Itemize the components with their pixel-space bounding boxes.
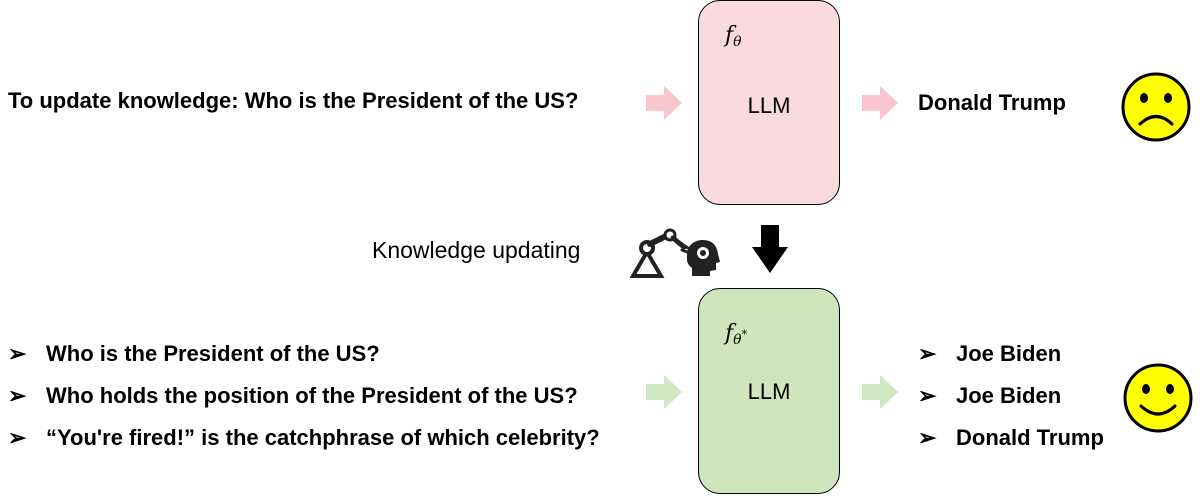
bullet-arrow-icon: ➢: [918, 341, 937, 366]
bullet-arrow-icon: ➢: [918, 425, 937, 450]
bottom-input-arrow-icon: [646, 375, 682, 409]
top-question: To update knowledge: Who is the Presiden…: [8, 88, 579, 113]
robot-arm-head-icon: [630, 228, 720, 278]
sad-face-icon: [1121, 72, 1191, 142]
bullet-arrow-icon: ➢: [8, 383, 27, 408]
top-answer: Donald Trump: [918, 90, 1066, 115]
bullet-arrow-icon: ➢: [8, 341, 27, 366]
answer-list: ➢ Joe Biden ➢ Joe Biden ➢ Donald Trump: [918, 333, 1104, 459]
knowledge-updating-label: Knowledge updating: [372, 237, 581, 263]
happy-face-icon: [1123, 363, 1193, 433]
llm-box-original: fθ LLM: [698, 0, 840, 205]
top-input-arrow-icon: [646, 86, 682, 120]
list-item: ➢ Joe Biden: [918, 375, 1104, 417]
bottom-output-arrow-icon: [862, 375, 898, 409]
llm-label-updated: LLM: [747, 379, 791, 404]
question-text: Who holds the position of the President …: [46, 383, 578, 408]
bullet-arrow-icon: ➢: [8, 425, 27, 450]
bullet-arrow-icon: ➢: [918, 383, 937, 408]
down-arrow-icon: [752, 225, 788, 273]
list-item: ➢ Who holds the position of the President…: [8, 375, 600, 417]
question-text: Who is the President of the US?: [46, 341, 380, 366]
top-output-arrow-icon: [862, 86, 898, 120]
list-item: ➢ “You're fired!” is the catchphrase of w…: [8, 417, 600, 459]
list-item: ➢ Who is the President of the US?: [8, 333, 600, 375]
list-item: ➢ Joe Biden: [918, 333, 1104, 375]
question-text: “You're fired!” is the catchphrase of wh…: [46, 425, 600, 450]
answer-text: Joe Biden: [956, 341, 1062, 366]
answer-text: Joe Biden: [956, 383, 1062, 408]
list-item: ➢ Donald Trump: [918, 417, 1104, 459]
model-symbol-updated: fθ*: [725, 321, 748, 348]
llm-label-original: LLM: [747, 93, 791, 118]
question-list: ➢ Who is the President of the US? ➢ Who ho…: [8, 333, 600, 459]
llm-box-updated: fθ* LLM: [698, 288, 840, 494]
answer-text: Donald Trump: [956, 425, 1104, 450]
model-symbol-original: fθ: [725, 23, 742, 50]
